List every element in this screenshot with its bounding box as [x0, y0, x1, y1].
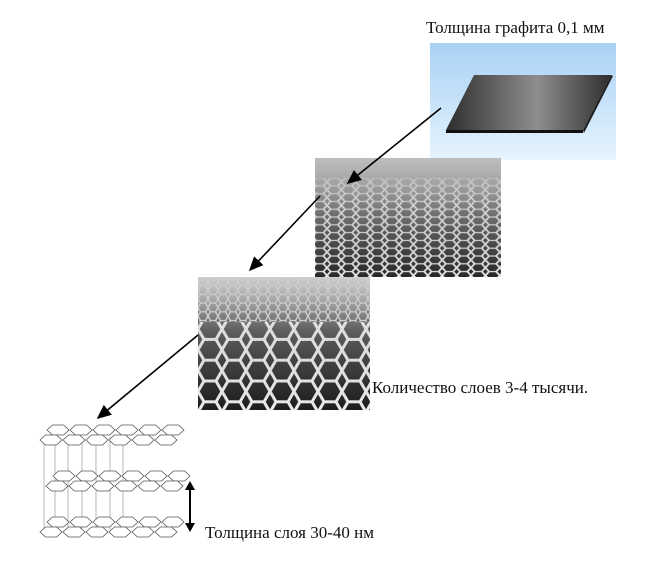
- hexagon-cell: [167, 470, 191, 482]
- hexagon-cell: [69, 516, 93, 528]
- hexagon-cell: [161, 516, 185, 528]
- hexagon-cell: [92, 516, 116, 528]
- graphene-sheet-image-near: [198, 277, 370, 410]
- layer-count-label: Количество слоев 3-4 тысячи.: [372, 378, 589, 397]
- hexagon-cell: [46, 424, 70, 436]
- hexagon-cell: [45, 480, 69, 492]
- hexagon-cell: [85, 526, 109, 538]
- hexagon-cell: [144, 470, 168, 482]
- double-arrow-icon: [185, 481, 195, 532]
- hexagon-cell: [137, 480, 161, 492]
- hexagon-cell: [46, 516, 70, 528]
- graphite-plate: [446, 75, 613, 133]
- hexagon-cell: [154, 434, 178, 446]
- hexagon-cell: [91, 480, 115, 492]
- hexagon-cell: [138, 424, 162, 436]
- hexagon-cell: [69, 424, 93, 436]
- hexagon-cell: [121, 470, 145, 482]
- hexagon-cell: [131, 526, 155, 538]
- arrow-sheet-to-closeup: [248, 195, 321, 272]
- graphite-layers-drawing: [39, 424, 191, 538]
- graphene-sheet-image-far: [315, 158, 501, 277]
- hexagon-cell: [62, 526, 86, 538]
- hexagon-cell: [160, 480, 184, 492]
- hexagon-cell: [108, 434, 132, 446]
- layer-thickness-label: Толщина слоя 30-40 нм: [205, 523, 374, 542]
- hexagon-cell: [75, 470, 99, 482]
- hexagon-cell: [138, 516, 162, 528]
- hexagon-cell: [39, 526, 63, 538]
- arrow-closeup-to-layers: [96, 334, 199, 420]
- hexagon-cell: [92, 424, 116, 436]
- hexagon-cell: [62, 434, 86, 446]
- hexagon-cell: [115, 516, 139, 528]
- hexagon-cell: [39, 434, 63, 446]
- hexagon-cell: [108, 526, 132, 538]
- hexagon-cell: [52, 470, 76, 482]
- hexagon-cell: [115, 424, 139, 436]
- graphite-thickness-label: Толщина графита 0,1 мм: [426, 18, 605, 37]
- hexagon-cell: [161, 424, 185, 436]
- graphite-plate-image: [430, 43, 616, 160]
- hexagon-cell: [85, 434, 109, 446]
- hexagon-cell: [114, 480, 138, 492]
- hexagon-cell: [131, 434, 155, 446]
- hexagon-cell: [154, 526, 178, 538]
- hexagon-cell: [98, 470, 122, 482]
- hexagon-cell: [68, 480, 92, 492]
